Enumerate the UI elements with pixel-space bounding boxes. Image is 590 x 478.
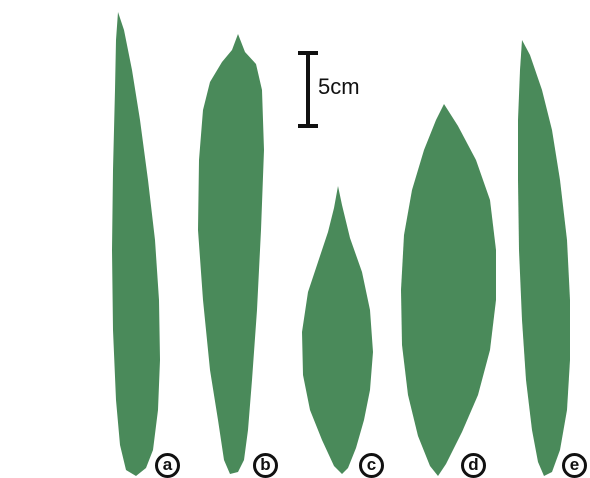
leaf-b-shape bbox=[198, 34, 264, 474]
scale-bar-label: 5cm bbox=[318, 76, 360, 98]
leaf-e-shape bbox=[518, 40, 570, 476]
leaf-c-shape bbox=[302, 186, 373, 474]
leaf-label-a: a bbox=[155, 453, 180, 478]
leaf-label-c: c bbox=[359, 453, 384, 478]
leaf-label-e: e bbox=[562, 453, 587, 478]
leaf-a-shape bbox=[112, 12, 160, 476]
leaf-d-shape bbox=[401, 104, 496, 476]
leaf-label-d: d bbox=[461, 453, 486, 478]
scale-bar bbox=[298, 53, 318, 126]
leaf-label-b: b bbox=[253, 453, 278, 478]
